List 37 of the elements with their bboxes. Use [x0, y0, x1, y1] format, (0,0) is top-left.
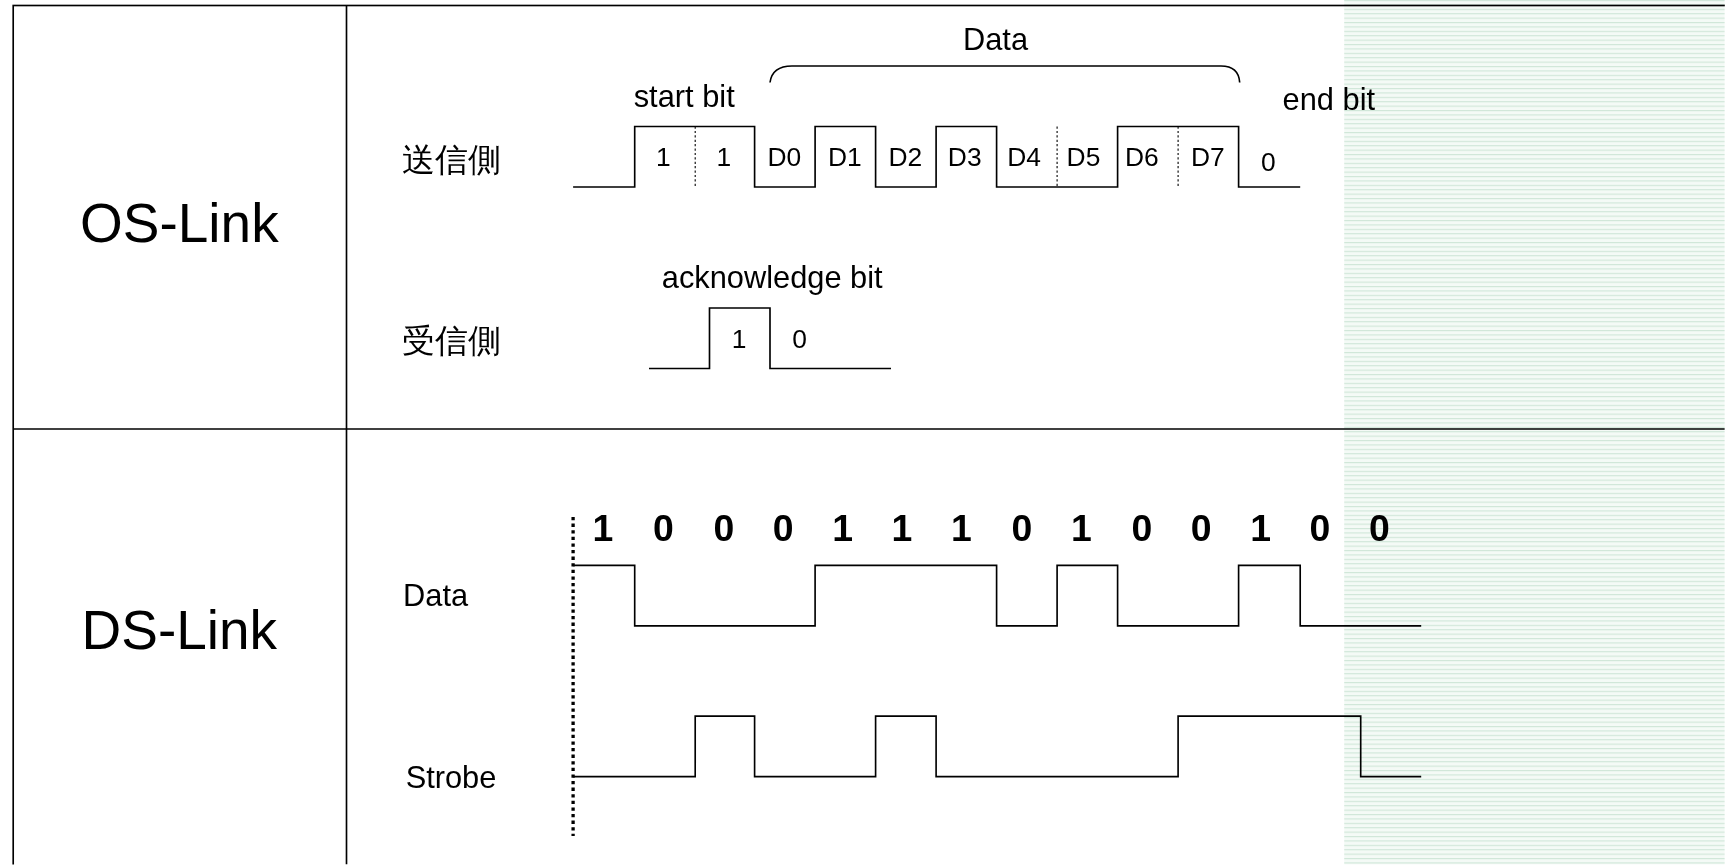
bit-label: 0	[713, 509, 735, 547]
annotation-label: end bit	[1282, 84, 1376, 116]
bit-label: 1	[951, 509, 972, 547]
bit-label: 0	[652, 509, 674, 547]
bit-label: 0	[1309, 509, 1331, 547]
annotation-label: start bit	[633, 81, 735, 113]
bit-label: 0	[792, 325, 808, 352]
bit-label: 0	[772, 509, 794, 547]
bit-label: D5	[1066, 144, 1101, 171]
bit-label: D7	[1190, 144, 1225, 171]
signal-name: Data	[403, 580, 469, 612]
annotation-label: Data	[962, 24, 1029, 55]
bit-label: 1	[655, 144, 671, 171]
bit-label: 0	[1131, 509, 1153, 547]
bit-label: 1	[1070, 509, 1092, 547]
row-header: DS-Link	[81, 602, 278, 658]
bit-label: D1	[827, 144, 862, 171]
signal-name: 受信側	[401, 324, 501, 358]
bit-label: 0	[1260, 148, 1276, 175]
bit-label: 1	[832, 509, 853, 547]
bit-label: D2	[888, 144, 923, 171]
row-header: OS-Link	[79, 195, 279, 251]
bit-label: 1	[891, 509, 913, 547]
bit-label: 1	[716, 144, 732, 171]
bit-label: D0	[767, 144, 802, 171]
signal-name: 送信側	[401, 143, 501, 176]
signal-name: Strobe	[405, 762, 497, 794]
bit-label: 0	[1011, 509, 1033, 547]
bit-label: 0	[1190, 509, 1212, 547]
bit-label: 0	[1369, 509, 1390, 547]
bit-label: 1	[731, 325, 747, 352]
bit-label: D3	[947, 144, 982, 171]
bit-label: D4	[1007, 144, 1041, 171]
bit-label: 1	[1250, 509, 1271, 547]
bit-label: 1	[592, 509, 614, 547]
annotation-label: acknowledge bit	[661, 262, 883, 294]
bit-label: D6	[1124, 144, 1159, 171]
